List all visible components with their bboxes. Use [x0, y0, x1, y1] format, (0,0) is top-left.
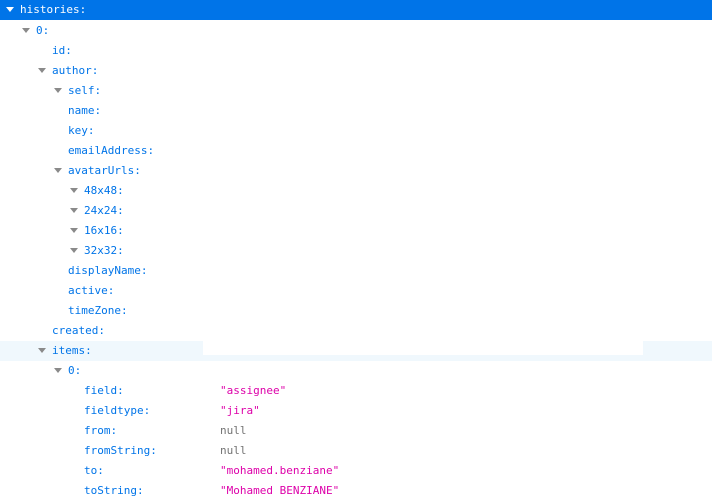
- property-key: items:: [52, 344, 92, 357]
- property-value: null: [220, 424, 247, 437]
- property-key: from:: [84, 424, 118, 437]
- property-key: created:: [52, 324, 105, 337]
- property-key: 0:: [68, 364, 82, 377]
- property-key: fromString:: [84, 444, 157, 457]
- expand-toggle-icon[interactable]: [70, 187, 78, 193]
- property-key: toString:: [84, 484, 144, 497]
- property-key: fieldtype:: [84, 404, 151, 417]
- property-value: "jira": [220, 404, 260, 417]
- property-key: emailAddress:: [68, 144, 155, 157]
- property-key: id:: [52, 44, 72, 57]
- property-value: "mohamed.benziane": [220, 464, 340, 477]
- property-key: active:: [68, 284, 115, 297]
- property-key: self:: [68, 84, 102, 97]
- property-key: avatarUrls:: [68, 164, 141, 177]
- expand-toggle-icon[interactable]: [54, 367, 62, 373]
- property-value: "Mohamed BENZIANE": [220, 484, 340, 497]
- expand-toggle-icon[interactable]: [38, 67, 46, 73]
- property-key: 16x16:: [84, 224, 124, 237]
- property-key: 32x32:: [84, 244, 124, 257]
- expand-toggle-icon[interactable]: [38, 347, 46, 353]
- property-key: key:: [68, 124, 95, 137]
- expand-toggle-icon[interactable]: [54, 87, 62, 93]
- property-key: timeZone:: [68, 304, 128, 317]
- property-value: null: [220, 444, 247, 457]
- property-value: "assignee": [220, 384, 287, 397]
- expand-toggle-icon[interactable]: [70, 247, 78, 253]
- property-key: displayName:: [68, 264, 148, 277]
- expand-toggle-icon[interactable]: [54, 167, 62, 173]
- property-key: author:: [52, 64, 99, 77]
- tree-row-histories[interactable]: histories:: [0, 0, 712, 20]
- expand-toggle-icon[interactable]: [70, 227, 78, 233]
- property-key: name:: [68, 104, 102, 117]
- property-key: to:: [84, 464, 104, 477]
- property-key: histories:: [20, 3, 87, 16]
- property-key: field:: [84, 384, 124, 397]
- property-key: 48x48:: [84, 184, 124, 197]
- expand-toggle-icon[interactable]: [22, 27, 30, 33]
- expand-toggle-icon[interactable]: [70, 207, 78, 213]
- property-key: 24x24:: [84, 204, 124, 217]
- expand-toggle-icon[interactable]: [6, 6, 14, 12]
- redacted-region: [203, 341, 643, 355]
- property-key: 0:: [36, 24, 50, 37]
